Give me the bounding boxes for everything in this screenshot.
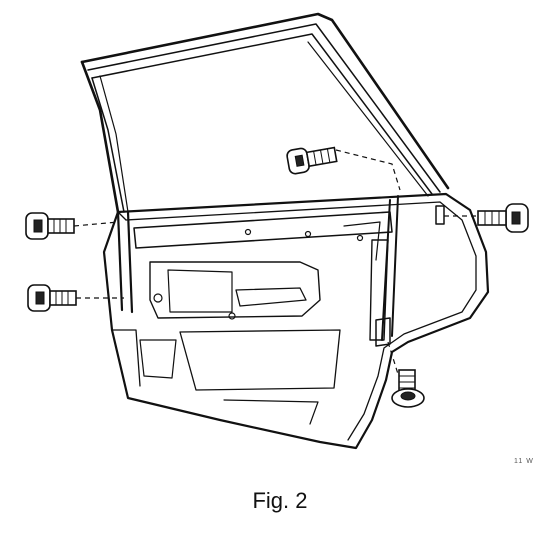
door-panel	[102, 192, 490, 450]
guide-lines	[73, 149, 478, 375]
bolt-upper-left-icon	[25, 212, 75, 240]
bolt-right-icon	[477, 203, 529, 233]
bolt-top-center-icon	[286, 146, 338, 175]
figure-caption: Fig. 2	[252, 488, 308, 513]
window-frame	[80, 12, 450, 214]
reference-code: 11 W	[514, 458, 534, 465]
bolt-lower-left-icon	[27, 284, 77, 312]
bolt-lower-right-icon	[391, 369, 425, 408]
